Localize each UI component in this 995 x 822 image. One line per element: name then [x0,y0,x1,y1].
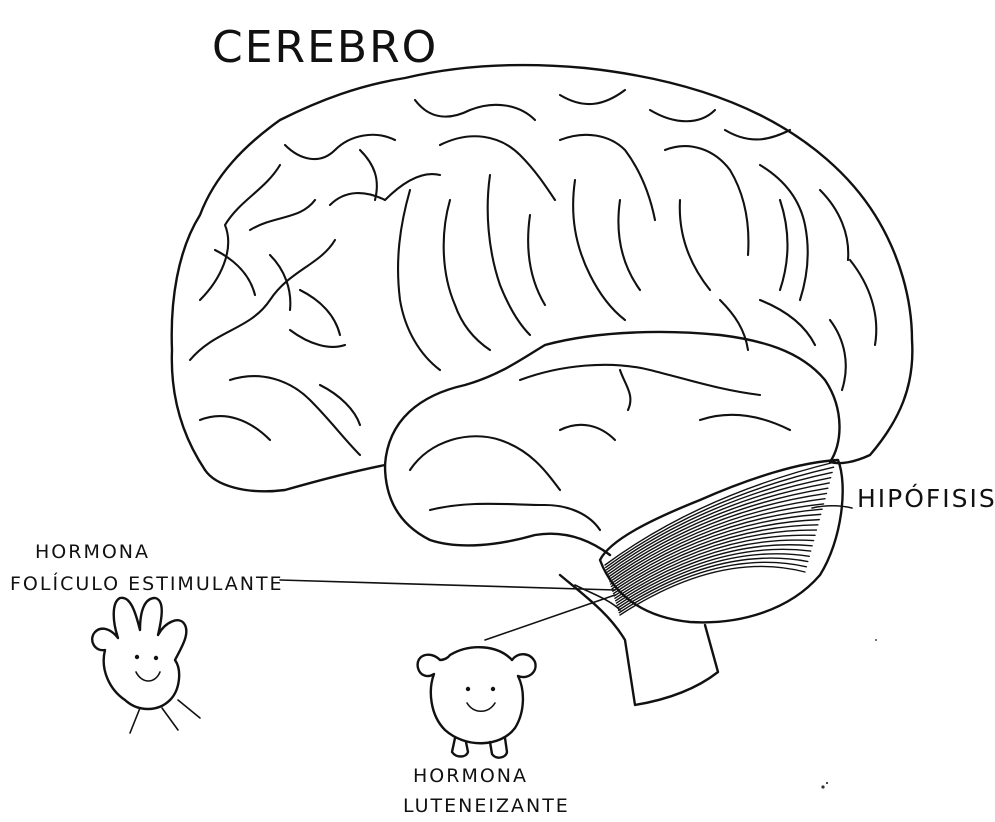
temporal-lobe [385,332,840,555]
cerebellum [600,460,843,622]
label-hipofisis: HIPÓFISIS [857,483,995,513]
brain-gyri [190,90,876,455]
fsh-leader [280,580,615,590]
label-lh-line2: LUTENEIZANTE [403,795,570,817]
label-fsh-line2: FOLÍCULO ESTIMULANTE [10,572,284,595]
lh-leader [485,595,615,640]
label-fsh-line1: HORMONA [35,541,150,563]
paper-specks [821,639,877,789]
cerebrum-outline [172,65,913,491]
lh-hormone-character [418,647,536,757]
hipofisis-leader [812,506,852,508]
fsh-hormone-character [92,598,200,733]
label-lh-line1: HORMONA [413,765,528,787]
diagram-title: CEREBRO [212,22,438,73]
